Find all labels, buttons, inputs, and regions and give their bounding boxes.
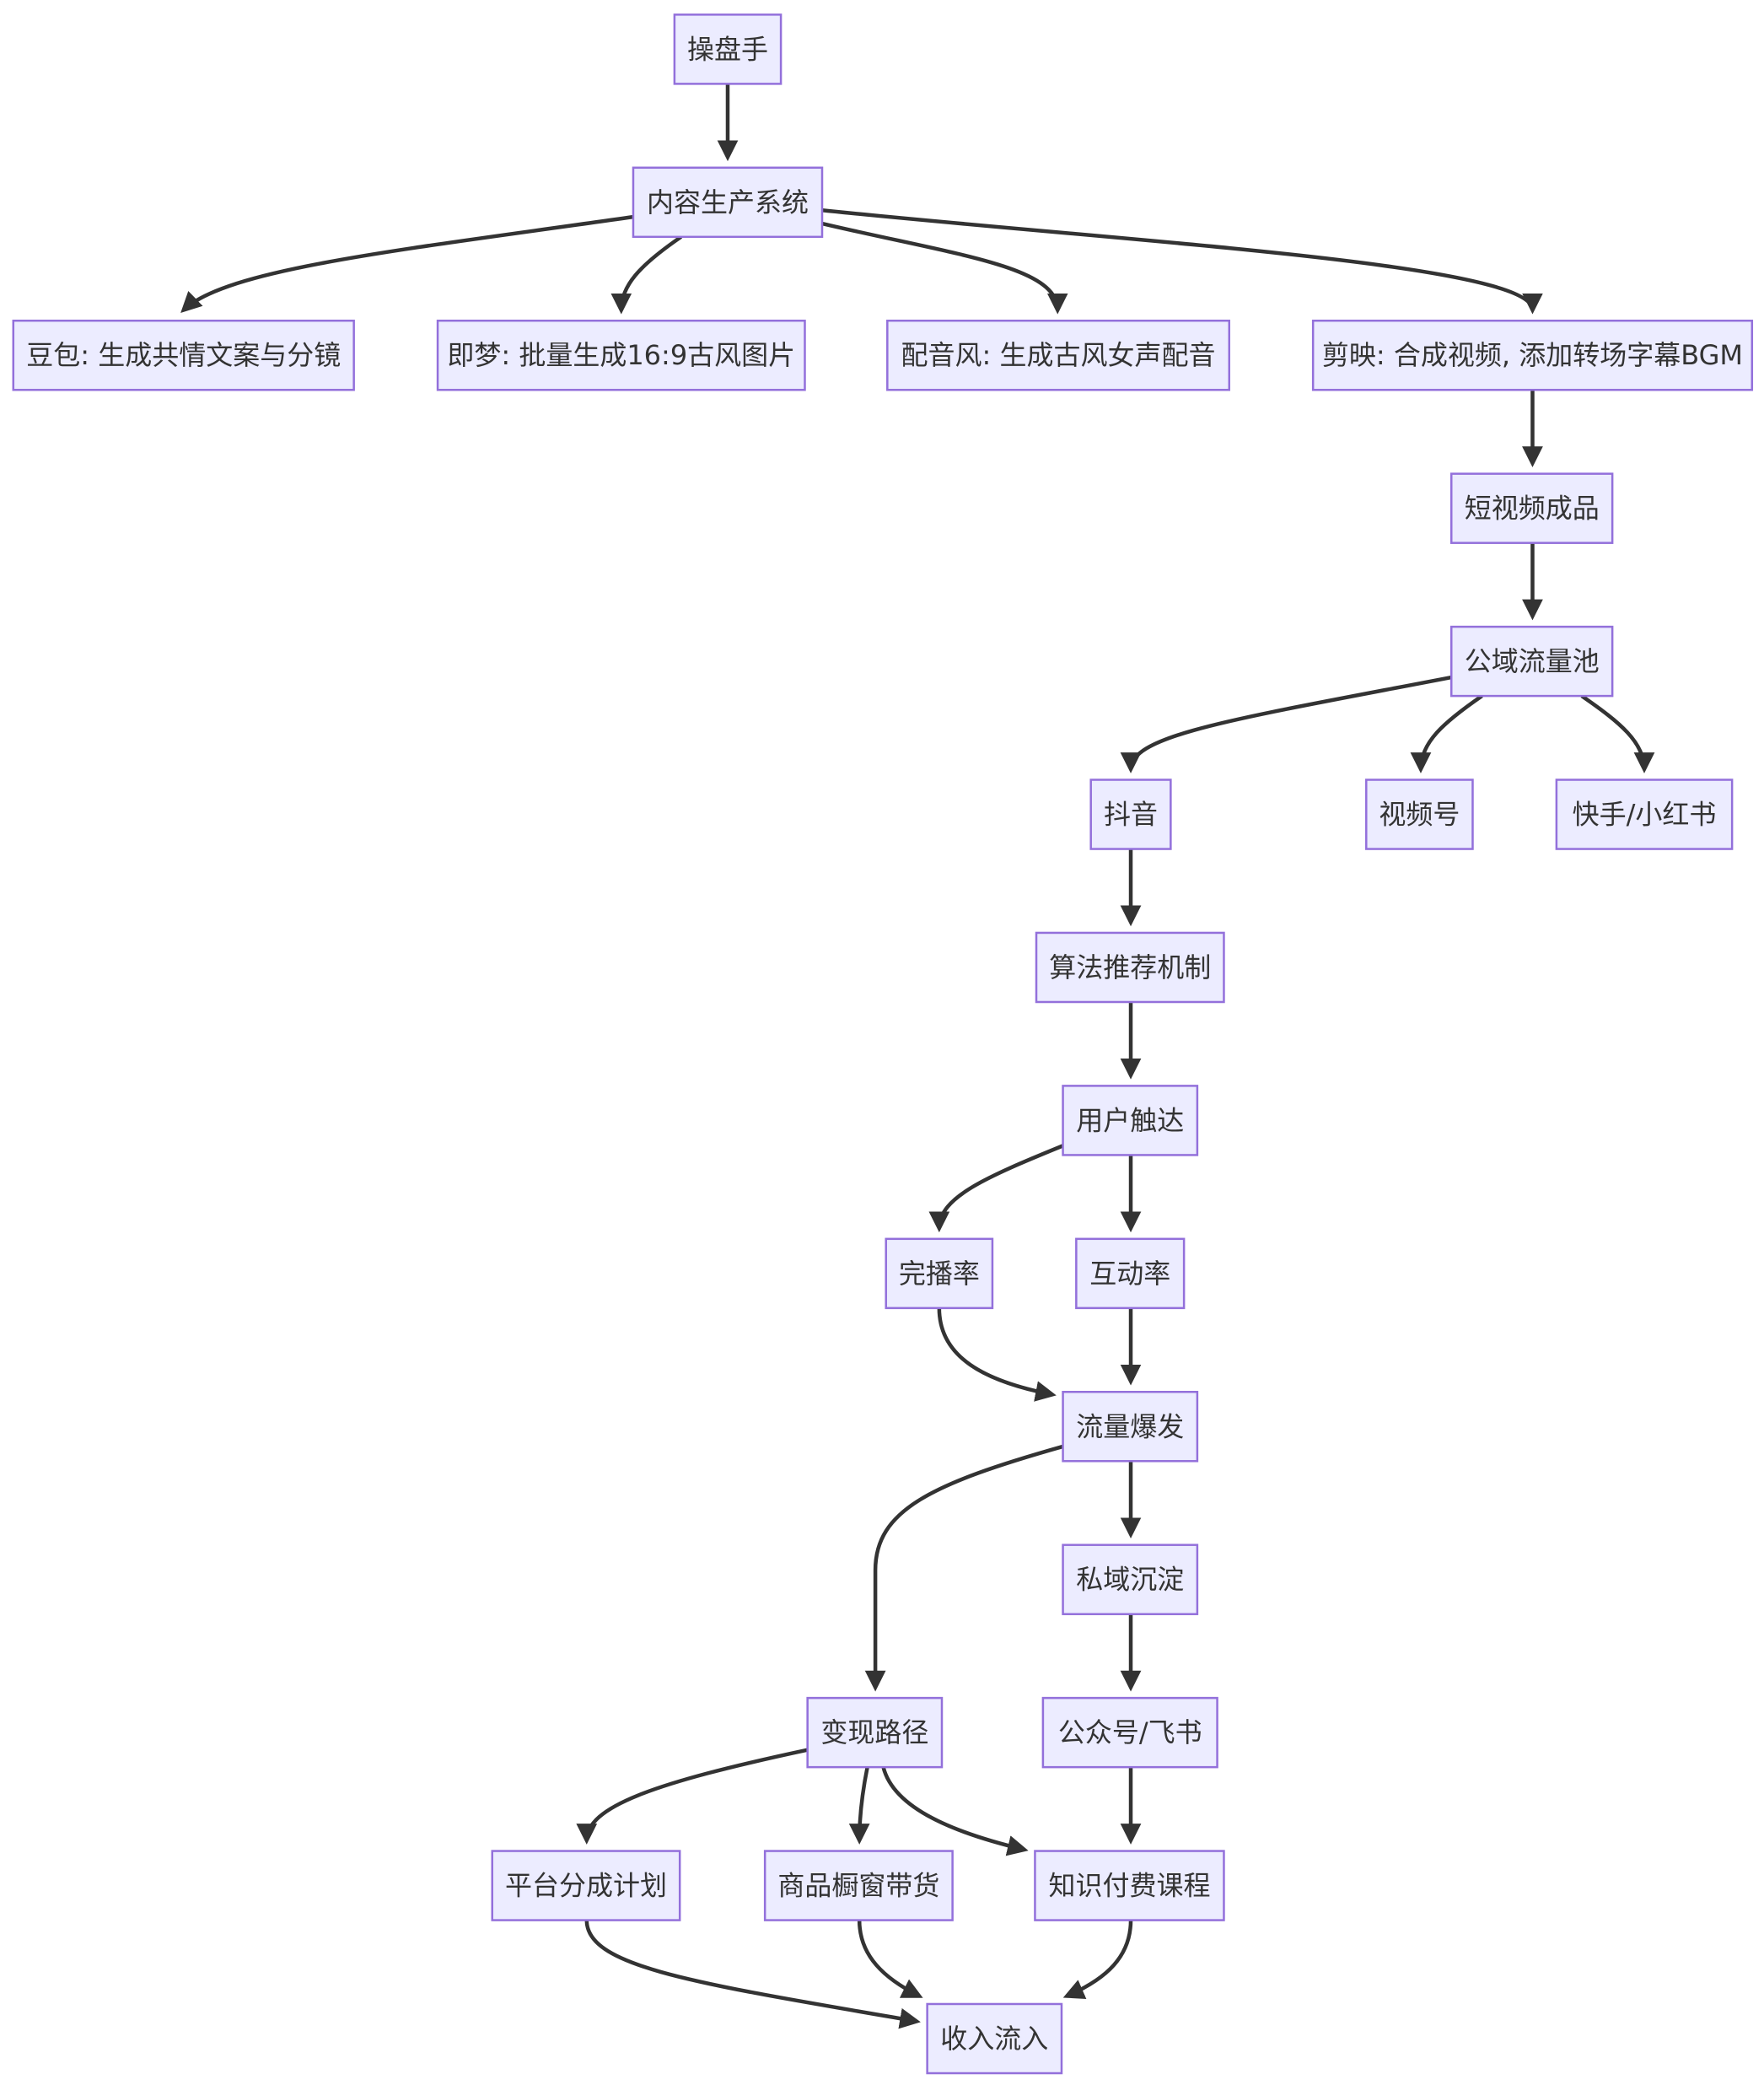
node-box: [885, 1237, 994, 1310]
edge-traffic_burst-to-monetization: [858, 1447, 1062, 1694]
node-label: 完播率: [899, 1258, 980, 1290]
edge-public_pool-to-kuaishou_xhs: [1582, 696, 1661, 776]
node-completion-rate: 完播率: [885, 1237, 994, 1310]
node-label: 操盘手: [687, 33, 768, 65]
node-short-video: 短视频成品: [1449, 472, 1614, 544]
edge-paid_course-to-revenue: [1061, 1921, 1131, 2001]
node-label: 短视频成品: [1465, 493, 1600, 525]
node-label: 公域流量池: [1465, 645, 1600, 677]
edge-monetization-to-product_window: [842, 1767, 876, 1847]
node-label: 商品橱窗带货: [777, 1870, 939, 1902]
node-algorithm: 算法推荐机制: [1035, 931, 1225, 1004]
node-shipinhao: 视频号: [1365, 779, 1474, 850]
node-box: [673, 13, 783, 85]
edge-content_system-to-peiyinfeng: [822, 224, 1074, 317]
edge-public_pool-to-douyin: [1114, 677, 1451, 776]
node-kuaishou-xhs: 快手/小红书: [1555, 779, 1734, 850]
node-label: 互动率: [1089, 1258, 1170, 1290]
node-box: [436, 319, 806, 391]
node-box: [12, 319, 355, 391]
node-label: 知识付费课程: [1048, 1870, 1210, 1902]
node-jimeng: 即梦: 批量生成16:9古风图片: [436, 319, 806, 391]
node-label: 快手/小红书: [1573, 799, 1717, 831]
node-box: [806, 1696, 944, 1769]
node-label: 抖音: [1104, 799, 1158, 831]
edge-content_system-to-jimeng: [605, 237, 681, 317]
edge-product_window-to-revenue: [859, 1921, 926, 2000]
node-box: [1035, 931, 1225, 1004]
edge-monetization-to-platform_share: [570, 1750, 808, 1847]
node-interaction-rate: 互动率: [1075, 1237, 1186, 1310]
node-traffic-burst: 流量爆发: [1062, 1391, 1199, 1463]
node-box: [1062, 1544, 1199, 1615]
edge-public_pool-to-shipinhao: [1404, 696, 1482, 776]
node-box: [1449, 472, 1614, 544]
node-jianying: 剪映: 合成视频, 添加转场字幕BGM: [1311, 319, 1754, 391]
node-public-pool: 公域流量池: [1449, 625, 1614, 698]
node-private-domain: 私域沉淀: [1062, 1544, 1199, 1615]
node-doubao: 豆包: 生成共情文案与分镜: [12, 319, 355, 391]
node-box: [1449, 625, 1614, 698]
node-label: 私域沉淀: [1076, 1564, 1184, 1596]
node-box: [1062, 1085, 1199, 1156]
node-box: [1365, 779, 1474, 850]
node-product-window: 商品橱窗带货: [763, 1850, 954, 1921]
node-label: 豆包: 生成共情文案与分镜: [26, 339, 341, 371]
edges: [179, 84, 1661, 2034]
node-gzh-feishu: 公众号/飞书: [1041, 1696, 1218, 1769]
node-label: 变现路径: [820, 1716, 928, 1748]
node-content-system: 内容生产系统: [632, 166, 824, 239]
edge-completion_rate-to-traffic_burst: [939, 1308, 1059, 1406]
node-label: 公众号/飞书: [1058, 1716, 1202, 1748]
node-label: 即梦: 批量生成16:9古风图片: [447, 339, 795, 371]
node-box: [1034, 1850, 1225, 1921]
edge-content_system-to-doubao: [179, 217, 633, 315]
node-box: [1075, 1237, 1186, 1310]
node-box: [926, 2002, 1063, 2075]
node-label: 视频号: [1379, 799, 1460, 831]
node-monetization: 变现路径: [806, 1696, 944, 1769]
node-revenue: 收入流入: [926, 2002, 1063, 2075]
node-box: [1062, 1391, 1199, 1463]
node-box: [632, 166, 824, 239]
node-label: 算法推荐机制: [1049, 951, 1211, 983]
node-box: [1311, 319, 1754, 391]
node-box: [886, 319, 1231, 391]
node-label: 配音风: 生成古风女声配音: [901, 339, 1216, 371]
node-paid-course: 知识付费课程: [1034, 1850, 1225, 1921]
edge-monetization-to-paid_course: [884, 1767, 1031, 1860]
edge-platform_share-to-revenue: [587, 1921, 923, 2034]
node-platform-share: 平台分成计划: [491, 1850, 681, 1921]
node-label: 流量爆发: [1076, 1410, 1184, 1442]
node-user-reach: 用户触达: [1062, 1085, 1199, 1156]
node-box: [491, 1850, 681, 1921]
node-label: 收入流入: [940, 2023, 1048, 2055]
node-label: 剪映: 合成视频, 添加转场字幕BGM: [1322, 339, 1743, 371]
edge-content_system-to-jianying: [822, 210, 1549, 317]
node-label: 平台分成计划: [505, 1870, 667, 1902]
node-label: 用户触达: [1076, 1104, 1184, 1136]
node-box: [1089, 779, 1172, 850]
node-box: [763, 1850, 954, 1921]
node-label: 内容生产系统: [647, 186, 809, 218]
edge-user_reach-to-completion_rate: [922, 1145, 1063, 1236]
node-box: [1555, 779, 1734, 850]
node-peiyinfeng: 配音风: 生成古风女声配音: [886, 319, 1231, 391]
node-douyin: 抖音: [1089, 779, 1172, 850]
node-box: [1041, 1696, 1218, 1769]
node-operator: 操盘手: [673, 13, 783, 85]
